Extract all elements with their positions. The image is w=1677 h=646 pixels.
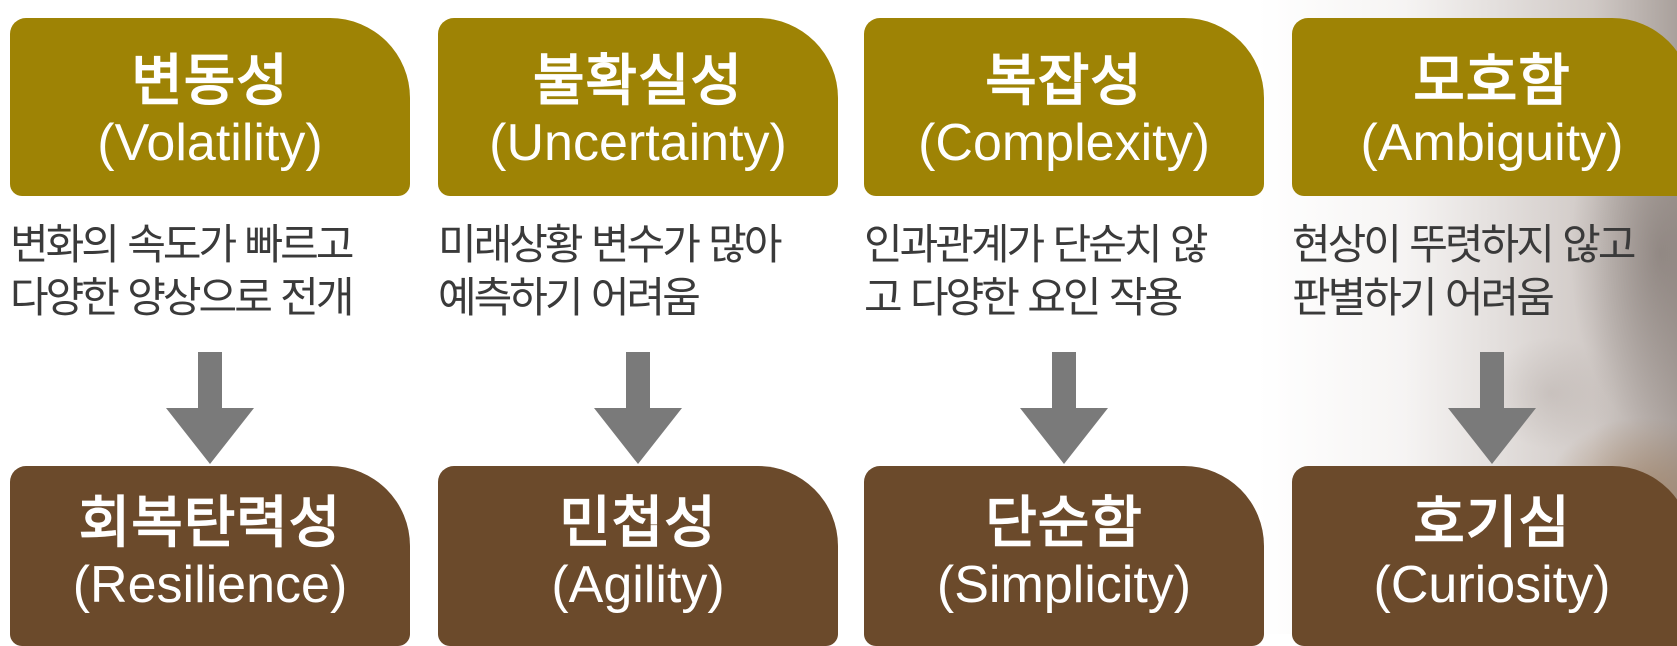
- down-arrow-icon: [1020, 352, 1108, 464]
- challenge-title-ko: 모호함: [1413, 49, 1571, 114]
- description-line: 변화의 속도가 빠르고: [10, 220, 354, 269]
- challenge-card: 변동성 (Volatility): [10, 18, 410, 196]
- response-card: 회복탄력성 (Resilience): [10, 466, 410, 646]
- challenge-title-en: (Volatility): [97, 114, 323, 172]
- response-title-ko: 회복탄력성: [78, 491, 342, 556]
- down-arrow-icon: [1448, 352, 1536, 464]
- response-title-ko: 호기심: [1413, 491, 1571, 556]
- description-line: 판별하기 어려움: [1292, 273, 1555, 322]
- challenge-title-en: (Uncertainty): [489, 114, 787, 172]
- response-title-en: (Simplicity): [936, 556, 1192, 614]
- challenge-description: 변화의 속도가 빠르고 다양한 양상으로 전개: [10, 218, 420, 324]
- challenge-title-ko: 복잡성: [985, 49, 1143, 114]
- challenge-title-ko: 변동성: [131, 49, 289, 114]
- response-title-en: (Curiosity): [1373, 556, 1611, 614]
- response-title-ko: 민첩성: [559, 491, 717, 556]
- vuca-column-complexity: 복잡성 (Complexity) 인과관계가 단순치 않 고 다양한 요인 작용…: [864, 0, 1264, 646]
- challenge-card: 모호함 (Ambiguity): [1292, 18, 1677, 196]
- response-card: 민첩성 (Agility): [438, 466, 838, 646]
- challenge-title-en: (Ambiguity): [1360, 114, 1624, 172]
- challenge-card: 불확실성 (Uncertainty): [438, 18, 838, 196]
- response-title-en: (Agility): [551, 556, 725, 614]
- down-arrow-icon: [594, 352, 682, 464]
- description-line: 현상이 뚜렷하지 않고: [1292, 220, 1636, 269]
- challenge-description: 미래상황 변수가 많아 예측하기 어려움: [438, 218, 848, 324]
- vuca-column-ambiguity: 모호함 (Ambiguity) 현상이 뚜렷하지 않고 판별하기 어려움 호기심…: [1292, 0, 1677, 646]
- challenge-title-en: (Complexity): [918, 114, 1210, 172]
- challenge-card: 복잡성 (Complexity): [864, 18, 1264, 196]
- vuca-column-uncertainty: 불확실성 (Uncertainty) 미래상황 변수가 많아 예측하기 어려움 …: [438, 0, 838, 646]
- challenge-description: 인과관계가 단순치 않 고 다양한 요인 작용: [864, 218, 1274, 324]
- down-arrow-icon: [166, 352, 254, 464]
- response-card: 호기심 (Curiosity): [1292, 466, 1677, 646]
- description-line: 인과관계가 단순치 않: [864, 220, 1208, 269]
- description-line: 미래상황 변수가 많아: [438, 220, 782, 269]
- vuca-column-volatility: 변동성 (Volatility) 변화의 속도가 빠르고 다양한 양상으로 전개…: [10, 0, 410, 646]
- response-card: 단순함 (Simplicity): [864, 466, 1264, 646]
- challenge-title-ko: 불확실성: [532, 49, 744, 114]
- description-line: 다양한 양상으로 전개: [10, 273, 354, 322]
- response-title-en: (Resilience): [72, 556, 348, 614]
- description-line: 고 다양한 요인 작용: [864, 273, 1183, 322]
- description-line: 예측하기 어려움: [438, 273, 701, 322]
- challenge-description: 현상이 뚜렷하지 않고 판별하기 어려움: [1292, 218, 1677, 324]
- response-title-ko: 단순함: [985, 491, 1143, 556]
